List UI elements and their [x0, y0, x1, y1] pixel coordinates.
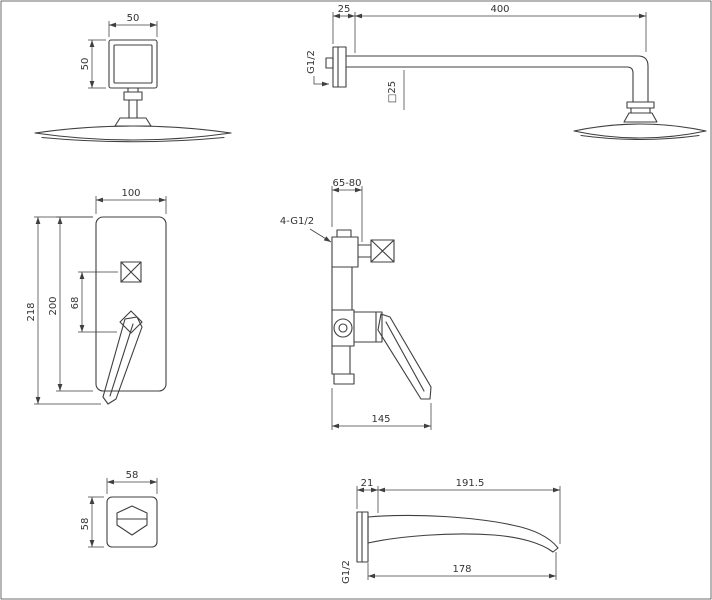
view-shower-arm-side: 25 400 G1/2 □25: [306, 4, 707, 141]
side-port-inner: [338, 323, 348, 333]
side-port-outer: [333, 318, 353, 338]
dim-label: 145: [371, 414, 390, 425]
label-square-tube: □25: [387, 70, 405, 110]
wall-flange-inner: [113, 44, 153, 84]
dim-spout-length: 178: [367, 552, 557, 580]
view-spout-side: 21 191.5 178 G1/2: [341, 478, 561, 584]
dim-label: 50: [127, 13, 140, 24]
diverter-cross: [120, 261, 142, 283]
extension-lines: [78, 271, 118, 333]
dim-label: 25: [338, 4, 351, 15]
shower-head-disc: [573, 123, 707, 141]
dim-label: 178: [452, 564, 471, 575]
dim-plate-height: 200: [48, 216, 93, 392]
leader-line: [309, 228, 332, 243]
dim-head-height: 50: [80, 39, 106, 89]
dim-flange-width: 58: [106, 470, 158, 494]
dim-label: 200: [48, 296, 59, 315]
shower-arm: [345, 55, 649, 103]
label-inlet-thread: 4-G1/2: [280, 216, 332, 243]
extension-lines: [331, 388, 432, 430]
mixer-plate: [95, 216, 167, 392]
dim-install-depth: 65-80: [331, 178, 363, 242]
dim-wall-plate: 21: [356, 478, 379, 513]
dim-head-width: 50: [108, 13, 158, 37]
thread-stub: [325, 57, 334, 69]
dim-overall-length: 191.5: [378, 478, 561, 544]
view-mixer-front: 100 218 200 68: [26, 188, 167, 405]
shower-neck: [114, 87, 152, 127]
dim-label: 50: [80, 58, 91, 71]
dim-label: 100: [121, 188, 140, 199]
spout-flange-outline: [106, 496, 158, 548]
shower-head-disc: [34, 125, 232, 143]
mixer-lever: [377, 313, 432, 400]
thread-label: 4-G1/2: [280, 216, 314, 227]
extension-lines: [331, 186, 363, 242]
mixer-body: [331, 229, 395, 385]
spout-body: [367, 514, 559, 553]
wall-flange-outline: [108, 39, 158, 89]
tube-label: □25: [387, 81, 398, 103]
label-arm-thread: G1/2: [306, 50, 329, 87]
dim-plate-width: 100: [95, 188, 167, 214]
label-spout-thread: G1/2: [341, 560, 352, 584]
mixer-handle: [102, 310, 143, 405]
dim-flange-height: 58: [80, 496, 104, 548]
diverter-knob: [120, 261, 142, 283]
dim-label: 400: [490, 4, 509, 15]
wall-plate: [332, 46, 347, 88]
dim-label: 191.5: [456, 478, 485, 489]
view-spout-front: 58 58: [80, 470, 158, 548]
dim-overall-height: 218: [26, 216, 101, 405]
dim-label: 68: [70, 297, 81, 310]
dim-label: 21: [361, 478, 374, 489]
dim-label: 58: [80, 518, 91, 531]
spout-nose-front: [116, 505, 148, 536]
extension-lines: [34, 216, 101, 405]
dim-label: 218: [26, 302, 37, 321]
thread-label: G1/2: [306, 50, 317, 74]
dim-overall-width: 145: [331, 388, 432, 430]
dim-arm-length: 400: [355, 4, 647, 52]
dim-label: 58: [126, 470, 139, 481]
view-mixer-side: 65-80 4-G1/2 145: [280, 178, 432, 430]
dim-label: 65-80: [332, 178, 361, 189]
view-shower-head-front: 50 50: [34, 13, 232, 143]
dim-handle-offset: 68: [70, 271, 118, 333]
arm-nut: [623, 101, 658, 123]
thread-label: G1/2: [341, 560, 352, 584]
dim-wall-plate: 25: [332, 4, 356, 53]
leader-line: [313, 76, 329, 87]
